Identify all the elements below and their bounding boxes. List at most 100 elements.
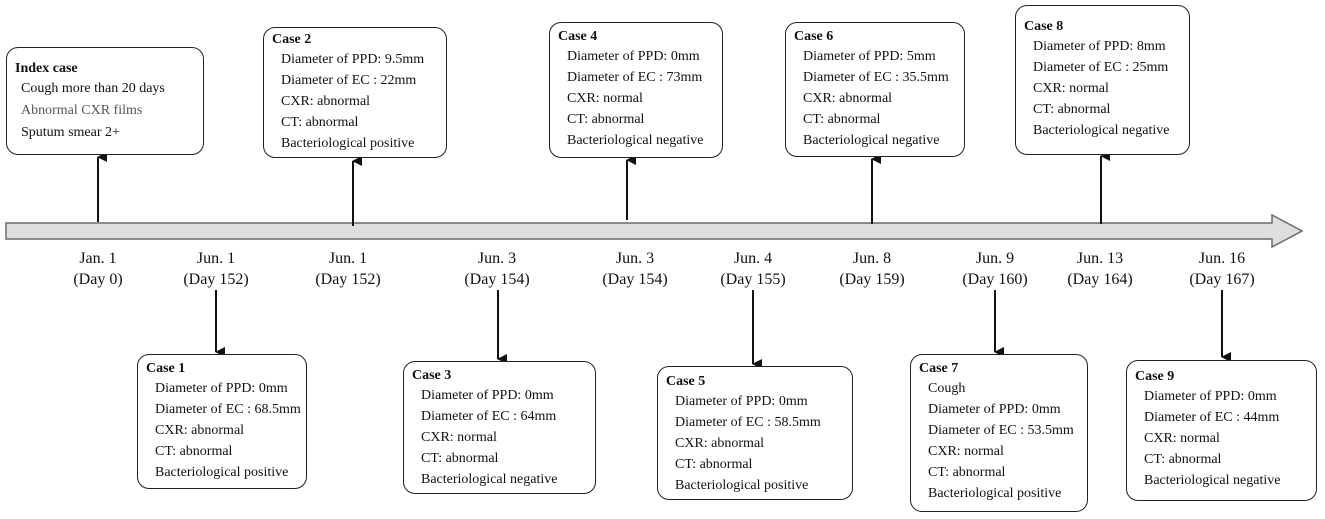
date: Jun. 1 <box>196 250 236 267</box>
case-detail: CXR: normal <box>928 444 1004 459</box>
date-label-jun1-a: Jun. 1 (Day 152) <box>156 248 276 290</box>
case-detail: Bacteriological positive <box>155 465 289 480</box>
case-detail: Bacteriological negative <box>803 133 940 148</box>
case-2-box: Case 2 Diameter of PPD: 9.5mm Diameter o… <box>263 27 447 158</box>
case-detail: Bacteriological negative <box>421 472 558 487</box>
date: Jun. 4 <box>733 250 773 267</box>
case-detail: Bacteriological positive <box>281 136 415 151</box>
date: Jun. 1 <box>328 250 368 267</box>
case-detail: Diameter of PPD: 8mm <box>1033 39 1166 54</box>
date: Jun. 3 <box>477 250 517 267</box>
case-detail: Diameter of PPD: 5mm <box>803 49 936 64</box>
case-detail: CXR: abnormal <box>803 91 893 106</box>
case-title: Case 3 <box>412 368 452 383</box>
case-detail: Diameter of EC : 22mm <box>281 73 417 88</box>
case-detail: CXR: normal <box>567 91 643 106</box>
date: Jun. 8 <box>852 250 892 267</box>
case-title: Index case <box>15 61 78 76</box>
case-detail: Bacteriological positive <box>928 486 1062 501</box>
case-detail: Diameter of EC : 53.5mm <box>928 423 1074 438</box>
case-title: Case 4 <box>558 29 598 44</box>
case-detail: CT: abnormal <box>675 457 753 472</box>
date-label-jun4: Jun. 4 (Day 155) <box>693 248 813 290</box>
case-detail: CT: abnormal <box>1144 452 1222 467</box>
case-detail: Diameter of EC : 44mm <box>1144 410 1280 425</box>
case-detail: Diameter of EC : 25mm <box>1033 60 1169 75</box>
day: (Day 164) <box>1067 271 1133 288</box>
case-title: Case 8 <box>1024 19 1064 34</box>
case-detail: Diameter of EC : 35.5mm <box>803 70 949 85</box>
case-detail: Diameter of PPD: 0mm <box>675 394 808 409</box>
case-detail: Diameter of EC : 73mm <box>567 70 703 85</box>
case-detail: Bacteriological negative <box>1144 473 1281 488</box>
case-detail: CXR: abnormal <box>155 423 245 438</box>
date-label-jan1: Jan. 1 (Day 0) <box>38 248 158 290</box>
case-9-box: Case 9 Diameter of PPD: 0mm Diameter of … <box>1126 360 1317 501</box>
case-title: Case 6 <box>794 29 834 44</box>
case-detail: Diameter of PPD: 0mm <box>421 388 554 403</box>
day: (Day 152) <box>183 271 249 288</box>
case-detail: Bacteriological negative <box>1033 123 1170 138</box>
case-6-box: Case 6 Diameter of PPD: 5mm Diameter of … <box>785 22 965 157</box>
case-detail: Diameter of PPD: 0mm <box>567 49 700 64</box>
case-detail: CT: abnormal <box>281 115 359 130</box>
case-title: Case 9 <box>1135 369 1175 384</box>
case-detail: CXR: normal <box>1033 81 1109 96</box>
timeline-arrow <box>5 213 1304 249</box>
day: (Day 154) <box>602 271 668 288</box>
case-detail: Diameter of PPD: 0mm <box>155 381 288 396</box>
day: (Day 154) <box>464 271 530 288</box>
case-1-box: Case 1 Diameter of PPD: 0mm Diameter of … <box>137 354 307 489</box>
date: Jun. 3 <box>615 250 655 267</box>
case-detail: CT: abnormal <box>803 112 881 127</box>
index-case-box: Index case Cough more than 20 days Abnor… <box>6 47 204 155</box>
case-detail: CXR: normal <box>421 430 497 445</box>
case-detail: CT: abnormal <box>567 112 645 127</box>
case-detail: Diameter of EC : 58.5mm <box>675 415 821 430</box>
case-detail: Bacteriological positive <box>675 478 809 493</box>
case-detail: Abnormal CXR films <box>21 103 143 118</box>
day: (Day 160) <box>962 271 1028 288</box>
day: (Day 159) <box>839 271 905 288</box>
case-title: Case 2 <box>272 32 312 47</box>
case-detail: Diameter of PPD: 0mm <box>928 402 1061 417</box>
case-detail: Sputum smear 2+ <box>21 125 120 140</box>
date-label-jun3-a: Jun. 3 (Day 154) <box>437 248 557 290</box>
case-title: Case 7 <box>919 361 959 376</box>
case-detail: CT: abnormal <box>928 465 1006 480</box>
case-detail: CT: abnormal <box>1033 102 1111 117</box>
date: Jan. 1 <box>79 250 117 267</box>
case-detail: Diameter of PPD: 0mm <box>1144 389 1277 404</box>
case-detail: Bacteriological negative <box>567 133 704 148</box>
case-title: Case 5 <box>666 374 706 389</box>
case-detail: CXR: abnormal <box>675 436 765 451</box>
day: (Day 0) <box>73 271 123 288</box>
date: Jun. 9 <box>975 250 1015 267</box>
case-detail: Diameter of PPD: 9.5mm <box>281 52 425 67</box>
case-8-box: Case 8 Diameter of PPD: 8mm Diameter of … <box>1015 5 1190 155</box>
case-5-box: Case 5 Diameter of PPD: 0mm Diameter of … <box>657 366 853 500</box>
case-detail: Cough <box>928 381 966 396</box>
case-title: Case 1 <box>146 361 186 376</box>
date-label-jun9: Jun. 9 (Day 160) <box>935 248 1055 290</box>
case-detail: CT: abnormal <box>155 444 233 459</box>
day: (Day 152) <box>315 271 381 288</box>
date-label-jun16: Jun. 16 (Day 167) <box>1162 248 1282 290</box>
case-4-box: Case 4 Diameter of PPD: 0mm Diameter of … <box>549 22 723 158</box>
date-label-jun1-b: Jun. 1 (Day 152) <box>288 248 408 290</box>
case-3-box: Case 3 Diameter of PPD: 0mm Diameter of … <box>403 361 596 494</box>
day: (Day 155) <box>720 271 786 288</box>
case-detail: CXR: abnormal <box>281 94 371 109</box>
day: (Day 167) <box>1189 271 1255 288</box>
case-detail: Diameter of EC : 64mm <box>421 409 557 424</box>
case-detail: CXR: normal <box>1144 431 1220 446</box>
date-label-jun8: Jun. 8 (Day 159) <box>812 248 932 290</box>
case-7-box: Case 7 Cough Diameter of PPD: 0mm Diamet… <box>910 354 1088 512</box>
case-detail: Cough more than 20 days <box>21 81 165 96</box>
date-label-jun13: Jun. 13 (Day 164) <box>1040 248 1160 290</box>
date-label-jun3-b: Jun. 3 (Day 154) <box>575 248 695 290</box>
case-detail: Diameter of EC : 68.5mm <box>155 402 301 417</box>
date: Jun. 16 <box>1198 250 1246 267</box>
case-detail: CT: abnormal <box>421 451 499 466</box>
